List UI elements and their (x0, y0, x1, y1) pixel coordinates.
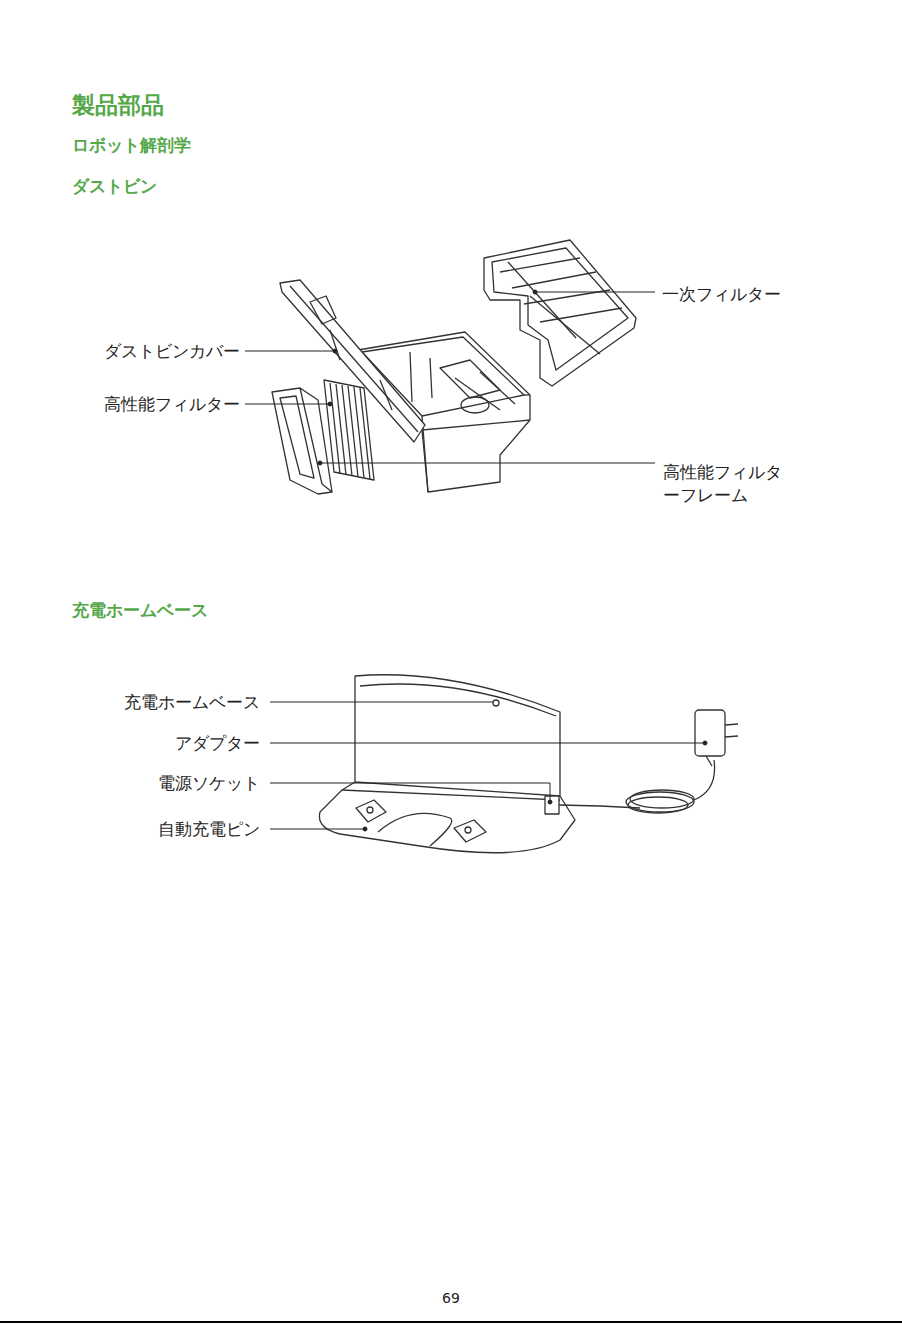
part-label: アダプター (175, 732, 260, 754)
page-title: 製品部品 (72, 90, 164, 120)
section-heading: ロボット解剖学 (72, 134, 191, 156)
adapter-cable (559, 710, 738, 813)
primary-filter (484, 240, 636, 386)
dust-bin-body (358, 332, 530, 492)
hepa-filter (324, 380, 374, 480)
section-heading: ダストビン (72, 175, 157, 197)
section-heading: 充電ホームベース (72, 599, 208, 621)
leader-lines (270, 702, 707, 831)
part-label: 自動充電ピン (158, 818, 260, 840)
leader-lines (245, 290, 655, 465)
part-label: 高性能フィルター (104, 393, 240, 415)
part-label: 電源ソケット (158, 772, 260, 794)
part-label: ダストビンカバー (104, 340, 240, 362)
charging-base (319, 675, 575, 853)
part-label: 充電ホームベース (124, 691, 260, 713)
page-number: 69 (442, 1289, 460, 1307)
part-label: 一次フィルター (662, 283, 781, 305)
part-label: 高性能フィルタ ーフレーム (663, 461, 798, 507)
